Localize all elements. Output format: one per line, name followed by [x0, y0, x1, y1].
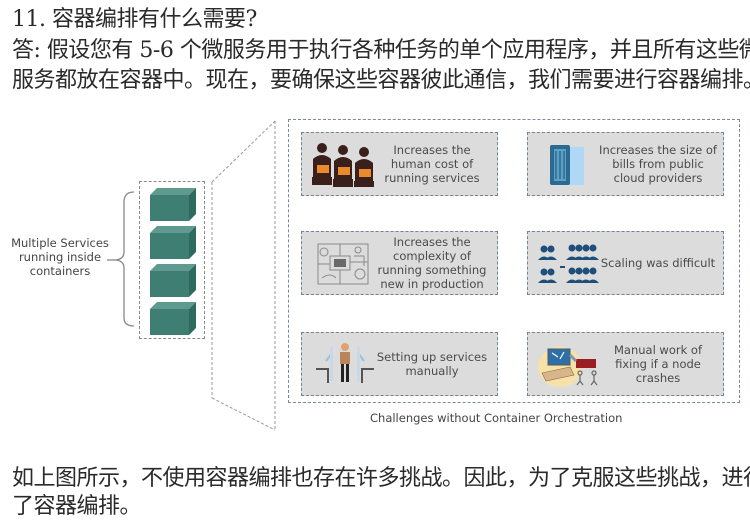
question-title: 11. 容器编排有什么需要?: [12, 5, 257, 35]
services-label-line: running inside: [18, 250, 102, 264]
figure-caption: Challenges without Container Orchestrati…: [370, 411, 623, 425]
challenge-card: Manual work of fixing if a node crashes: [527, 332, 724, 396]
question-text: 容器编排有什么需要?: [52, 7, 257, 32]
answer-line-2: 服务都放在容器中。现在，要确保这些容器彼此通信，我们需要进行容器编排。: [12, 68, 750, 93]
challenge-card: Increases the human cost of running serv…: [301, 132, 498, 196]
challenges-panel: Increases the human cost of running serv…: [288, 119, 740, 403]
orchestration-challenges-figure: Multiple Services running inside contain…: [0, 110, 750, 440]
workers-at-laptops-icon: [312, 143, 374, 187]
containers-stack: [139, 181, 205, 339]
services-label-line: Multiple Services: [11, 236, 109, 250]
crashed-computer-repair-icon: [538, 347, 598, 387]
manual-setup-person-icon: [316, 343, 374, 383]
challenge-text: Increases the human cost of running serv…: [384, 143, 480, 185]
conclusion-line-2: 了容器编排。: [12, 494, 142, 519]
challenge-card: Scaling was difficult: [527, 231, 724, 295]
challenge-card: Increases the complexity of running some…: [301, 231, 498, 295]
conclusion-line-1: 如上图所示，不使用容器编排也存在许多挑战。因此，为了克服这些挑战，进行: [12, 466, 750, 491]
user-groups-icon: [538, 244, 599, 283]
container-cube-icon: [150, 264, 196, 297]
complex-machinery-icon: [317, 243, 369, 285]
challenge-text: Manual work of fixing if a node crashes: [613, 343, 702, 385]
services-label: Multiple Services running inside contain…: [10, 236, 110, 278]
challenge-text: Scaling was difficult: [600, 256, 716, 270]
container-cube-icon: [150, 302, 196, 335]
challenge-text: Increases the size of bills from public …: [599, 143, 717, 185]
connector-lines: [107, 120, 276, 431]
zoom-projection-lines: [211, 120, 276, 431]
answer-line-1: 答: 假设您有 5-6 个微服务用于执行各种任务的单个应用程序，并且所有这些微: [12, 38, 750, 63]
brace-icon: [115, 191, 135, 327]
server-bill-icon: [550, 145, 584, 185]
challenge-text: Increases the complexity of running some…: [377, 235, 487, 291]
challenge-text: Setting up services manually: [376, 350, 488, 378]
question-number: 11.: [12, 7, 46, 32]
challenge-card: Setting up services manually: [301, 332, 498, 396]
services-label-line: containers: [29, 264, 91, 278]
challenge-card: Increases the size of bills from public …: [527, 132, 724, 196]
container-cube-icon: [150, 226, 196, 259]
container-cube-icon: [150, 188, 196, 221]
